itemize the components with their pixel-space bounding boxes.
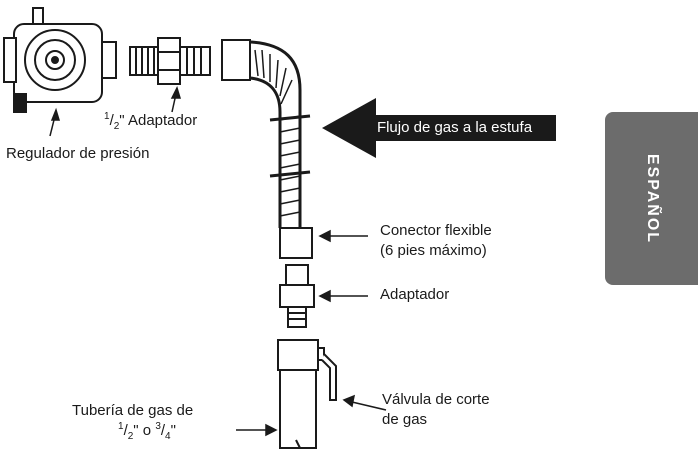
pressure-regulator-drawing xyxy=(3,7,117,113)
connector-label-line2: (6 pies máximo) xyxy=(380,242,487,259)
adapter-half-leader-arrow xyxy=(170,85,182,113)
language-side-tab: ESPAÑOL xyxy=(605,112,698,285)
adapter-label: Adaptador xyxy=(380,286,450,303)
connector-label-line1: Conector flexible xyxy=(380,222,492,239)
valve-label-line1: Válvula de corte xyxy=(382,391,490,408)
pipe-label-line1: Tubería de gas de xyxy=(72,402,194,419)
regulator-label: Regulador de presión xyxy=(6,145,150,162)
language-tab-text: ESPAÑOL xyxy=(643,153,661,244)
adapter-drawing xyxy=(279,264,315,328)
pipe-leader-arrow xyxy=(236,423,278,437)
shutoff-valve-and-pipe-drawing xyxy=(277,339,337,449)
connector-leader-arrow xyxy=(318,229,368,243)
valve-label-line2: de gas xyxy=(382,411,428,428)
regulator-leader-arrow xyxy=(49,107,61,137)
gas-flow-arrow xyxy=(322,98,556,158)
flexible-connector-drawing xyxy=(221,39,313,259)
half-inch-adapter-label: 1/2" Adaptador xyxy=(104,111,198,132)
valve-leader-arrow xyxy=(342,394,387,411)
adapter-leader-arrow xyxy=(318,289,368,303)
half-inch-adapter-drawing xyxy=(129,37,211,85)
pipe-label-line2: 1/2" o 3/4" xyxy=(118,421,176,442)
gas-flow-label: Flujo de gas a la estufa xyxy=(376,119,533,136)
